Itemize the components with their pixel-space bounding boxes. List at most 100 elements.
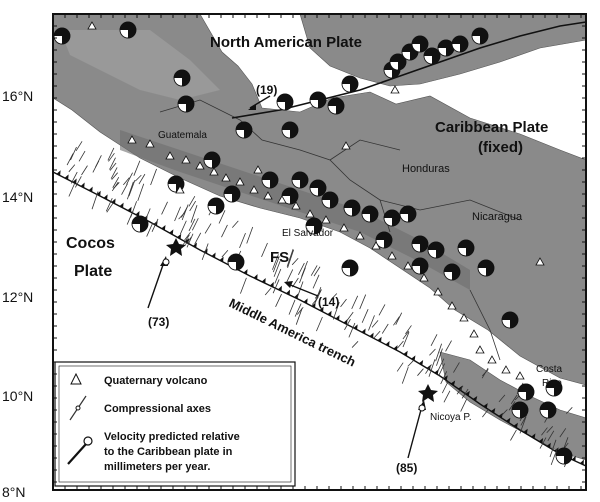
velocity-arrow-85: [407, 400, 426, 459]
focal-mechanism-quadrant: [120, 22, 128, 30]
trench-tooth: [538, 438, 544, 444]
plate-label-north-american: North American Plate: [210, 34, 362, 51]
velocity-legend-icon: [67, 443, 87, 465]
velocity-label-73: (73): [148, 315, 169, 329]
compressional-axis: [435, 343, 442, 362]
focal-mechanism-quadrant: [292, 172, 300, 180]
volcano-marker: [433, 287, 443, 296]
compressional-axis: [482, 409, 489, 418]
compressional-axis: [440, 371, 448, 385]
volcanoes: [87, 21, 545, 380]
legend: Quaternary volcano Compressional axes Ve…: [54, 361, 296, 487]
trench-tooth: [111, 198, 116, 204]
trench-tooth: [483, 403, 488, 409]
focal-mechanism-quadrant: [336, 98, 344, 114]
compressional-axis: [351, 295, 359, 310]
velocity-label-85: (85): [396, 461, 417, 475]
focal-mechanism-quadrant: [342, 76, 350, 84]
volcano-marker: [249, 185, 259, 194]
compressional-axis: [189, 200, 197, 212]
plate-label-cocos-plate: Plate: [74, 263, 112, 280]
place-label-fs: FS: [270, 249, 289, 266]
compressional-axis: [510, 429, 517, 441]
trench-tooth: [303, 298, 308, 304]
velocity-label-14: (14): [318, 295, 339, 309]
focal-mechanism-quadrant: [270, 172, 278, 188]
volcano-marker: [341, 141, 351, 150]
volcano-marker: [253, 165, 263, 174]
compressional-axis: [396, 362, 404, 372]
trench-tooth: [261, 277, 266, 284]
compressional-axis: [126, 172, 133, 185]
volcano-marker: [419, 273, 429, 282]
focal-mechanism-quadrant: [306, 218, 314, 226]
compressional-axis: [204, 223, 212, 234]
trench-tooth: [472, 395, 478, 402]
trench-tooth: [353, 324, 358, 330]
focal-mechanism-quadrant: [344, 200, 352, 208]
lat-label-14n: 14°N: [2, 189, 33, 205]
compressional-axis: [340, 298, 347, 308]
trench-tooth: [385, 340, 390, 347]
trench-tooth: [88, 186, 93, 193]
volcano-marker: [447, 301, 457, 310]
trench-tooth: [418, 360, 424, 366]
focal-mechanism-quadrant: [478, 260, 486, 268]
focal-mechanism-quadrant: [436, 242, 444, 258]
compressional-axis: [185, 236, 192, 245]
legend-velocity-line3: millimeters per year.: [104, 461, 210, 473]
focal-mechanism-quadrant: [262, 172, 270, 180]
compressional-axis: [218, 210, 226, 224]
place-label-nicoya: Nicoya P.: [430, 412, 472, 423]
compressional-axis: [332, 302, 340, 320]
volcano-marker: [165, 151, 175, 160]
compressional-axis: [405, 325, 412, 335]
focal-mechanism-quadrant: [486, 260, 494, 276]
compressional-axis: [110, 167, 118, 179]
trench-tooth: [505, 417, 511, 424]
compressional-axis: [315, 289, 322, 303]
compressional-axis: [105, 198, 113, 212]
focal-mechanism-quadrant: [420, 236, 428, 252]
trench-tooth: [253, 274, 258, 280]
focal-mechanism-quadrant: [398, 54, 406, 70]
focal-mechanism-quadrant: [526, 384, 534, 400]
compressional-axis: [138, 173, 146, 185]
focal-mechanism-quadrant: [62, 28, 70, 44]
trench-tooth: [243, 269, 248, 275]
focal-mechanism-quadrant: [285, 94, 293, 110]
volcano-marker: [403, 261, 413, 270]
compressional-axis: [274, 268, 282, 284]
map-frame: [52, 13, 587, 491]
trench-tooth: [219, 256, 224, 262]
compressional-axis: [425, 364, 432, 374]
focal-mechanism-quadrant: [244, 122, 252, 138]
focal-mechanism-quadrant: [352, 200, 360, 216]
focal-mechanism-quadrant: [518, 384, 526, 392]
focal-mechanism-quadrant: [300, 172, 308, 188]
focal-mechanism-quadrant: [402, 44, 410, 52]
focal-mechanism-quadrant: [384, 210, 392, 218]
compressional-axis: [70, 146, 77, 161]
compressional-axis: [272, 254, 279, 270]
compressional-axis: [186, 233, 194, 248]
trench-tooth: [56, 170, 61, 176]
focal-mechanism-quadrant: [452, 36, 460, 44]
plate-boundary: [231, 21, 587, 119]
compressional-axis: [402, 330, 410, 340]
focal-mechanism-quadrant: [412, 236, 420, 244]
focal-mechanism-quadrant: [314, 218, 322, 234]
trench-tooth: [490, 407, 496, 414]
compressional-axis: [109, 157, 116, 170]
compressional-axis: [348, 322, 356, 338]
compressional-axis: [135, 174, 142, 182]
focal-mechanism-quadrant: [186, 96, 194, 112]
focal-mechanism-quadrant: [548, 402, 556, 418]
focal-mechanism-quadrant: [128, 22, 136, 38]
volcano-marker: [145, 139, 155, 148]
compressional-axis: [430, 334, 438, 346]
compressional-axes: [66, 141, 573, 468]
compressional-axis: [288, 299, 296, 315]
compressional-axis: [128, 180, 136, 197]
epicenter-star: [166, 238, 186, 256]
